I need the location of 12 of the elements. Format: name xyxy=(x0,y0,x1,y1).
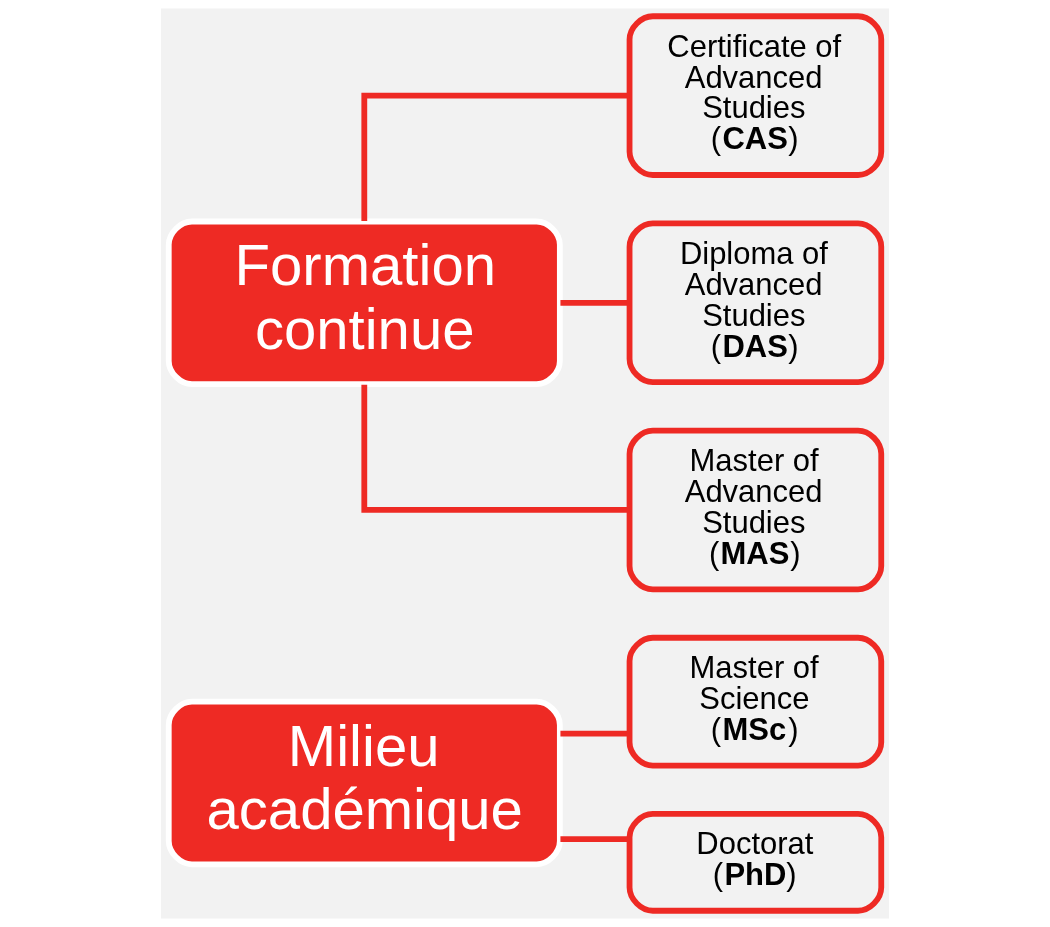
node-box: Diploma of Advanced Studies (DAS) xyxy=(626,220,885,386)
node-box: Milieu académique xyxy=(165,698,563,868)
node-box: Master of Advanced Studies (MAS) xyxy=(626,427,885,593)
connector xyxy=(560,836,630,843)
connector xyxy=(361,92,630,221)
node-box: Doctorat (PhD) xyxy=(626,811,885,914)
node-box: Master of Science (MSc) xyxy=(626,634,885,769)
node-box: Formation continue xyxy=(165,218,563,388)
connector xyxy=(560,299,630,306)
connector xyxy=(560,730,630,737)
connector xyxy=(361,384,630,513)
node-box: Certificate of Advanced Studies (CAS) xyxy=(626,13,885,178)
